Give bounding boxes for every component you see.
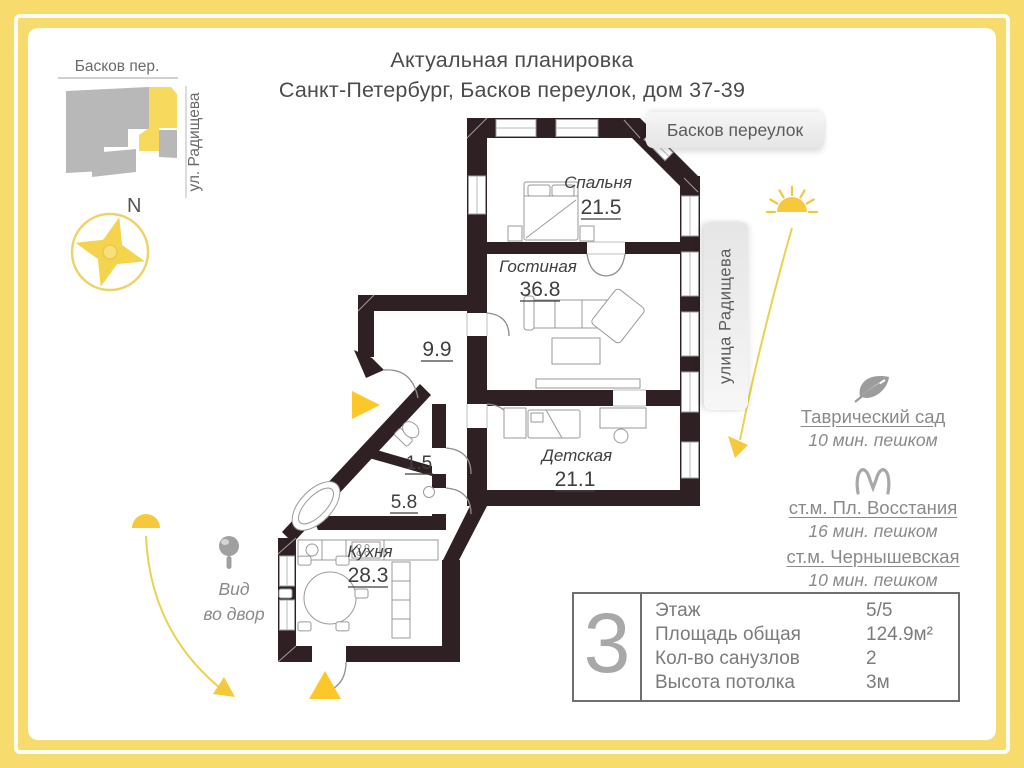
room-area-kitchen: 28.3 (348, 564, 389, 587)
street-banner-right: улица Радищева (704, 222, 748, 410)
room-area-bedroom: 21.5 (581, 196, 622, 219)
info-table: 3 Этаж 5/5 Площадь общая 124.9м² Кол-во … (572, 592, 960, 702)
info-label: Кол-во санузлов (655, 648, 800, 669)
metro-m-icon (750, 457, 996, 495)
info-row-floor: Этаж 5/5 (655, 600, 950, 622)
entrance-arrow-icon (352, 391, 380, 419)
room-area-bath: 5.8 (391, 492, 417, 513)
kitchen-door-gap (312, 645, 346, 663)
door-thresholds (466, 241, 646, 428)
furniture-bedroom (507, 181, 595, 242)
park-time: 10 мин. пешком (808, 430, 938, 450)
half-sun-icon (132, 514, 160, 528)
info-value: 3м (866, 672, 890, 693)
room-labels: Спальня 21.5 Гостиная 36.8 9.9 1.5 5.8 К… (347, 173, 632, 588)
furniture-bathroom (291, 421, 435, 531)
leaf-icon (750, 370, 996, 404)
metro1-time: 16 мин. пешком (808, 521, 938, 541)
north-label: N (127, 195, 141, 217)
door-arcs (314, 253, 626, 695)
room-area-kidsroom: 21.1 (555, 468, 596, 491)
pin-icon (219, 536, 239, 569)
compass-rose-icon (70, 212, 150, 292)
courtyard-line1: Вид (218, 579, 250, 599)
metro1-name: ст.м. Пл. Восстания (788, 497, 958, 518)
courtyard-line2: во двор (203, 604, 265, 625)
mini-map-building-gray2 (159, 130, 177, 158)
metro2-name: ст.м. Чернышевская (786, 546, 960, 567)
courtyard-view-arrow (145, 535, 235, 697)
room-name-livingroom: Гостиная (499, 257, 577, 276)
window-mullions (286, 127, 691, 630)
info-value: 2 (866, 648, 877, 669)
info-label: Площадь общая (655, 624, 801, 645)
room-name-kitchen: Кухня (347, 542, 392, 561)
corner-hatch-marks (277, 117, 699, 663)
info-row-ceiling: Высота потолка 3м (655, 672, 950, 694)
mini-map-street-top-label: Басков пер. (75, 58, 160, 75)
mini-map-building-gray (66, 87, 149, 173)
park-name: Таврический сад (800, 406, 946, 427)
balcony-arrow-icon (309, 671, 341, 699)
room-name-kidsroom: Детская (540, 446, 612, 465)
sun-icon (765, 185, 819, 214)
page-title-line1: Актуальная планировка (390, 48, 634, 72)
poi-block: Таврический сад 10 мин. пешком ст.м. Пл.… (750, 364, 996, 595)
mini-map-building-highlight (139, 87, 177, 151)
room-area-livingroom: 36.8 (520, 278, 561, 301)
info-value: 124.9м² (866, 624, 933, 645)
mini-map: Басков пер. ул. Радищева N (58, 58, 203, 292)
sun-path-arrow-right (728, 227, 793, 458)
metro2-time: 10 мин. пешком (808, 570, 938, 590)
info-label: Этаж (655, 600, 701, 621)
info-label: Высота потолка (655, 672, 795, 693)
room-area-wc: 1.5 (406, 453, 432, 474)
page-title: Актуальная планировка Санкт-Петербург, Б… (230, 46, 794, 105)
courtyard-view-label: Вид во двор (184, 577, 284, 628)
info-value: 5/5 (866, 600, 893, 621)
info-row-bathrooms: Кол-во санузлов 2 (655, 648, 950, 670)
mini-map-street-right-label: ул. Радищева (186, 92, 203, 191)
info-row-area: Площадь общая 124.9м² (655, 624, 950, 646)
furniture-kitchen (278, 539, 439, 639)
furniture-kidsroom (503, 407, 647, 444)
info-rows: Этаж 5/5 Площадь общая 124.9м² Кол-во са… (642, 594, 958, 700)
room-name-bedroom: Спальня (564, 173, 632, 192)
street-banner-top: Басков переулок (646, 112, 824, 148)
mini-map-building-gray3 (92, 149, 136, 177)
room-count-number: 3 (574, 594, 642, 700)
room-area-hall: 9.9 (422, 338, 451, 361)
page-title-line2: Санкт-Петербург, Басков переулок, дом 37… (278, 77, 746, 102)
furniture-livingroom (523, 288, 645, 389)
